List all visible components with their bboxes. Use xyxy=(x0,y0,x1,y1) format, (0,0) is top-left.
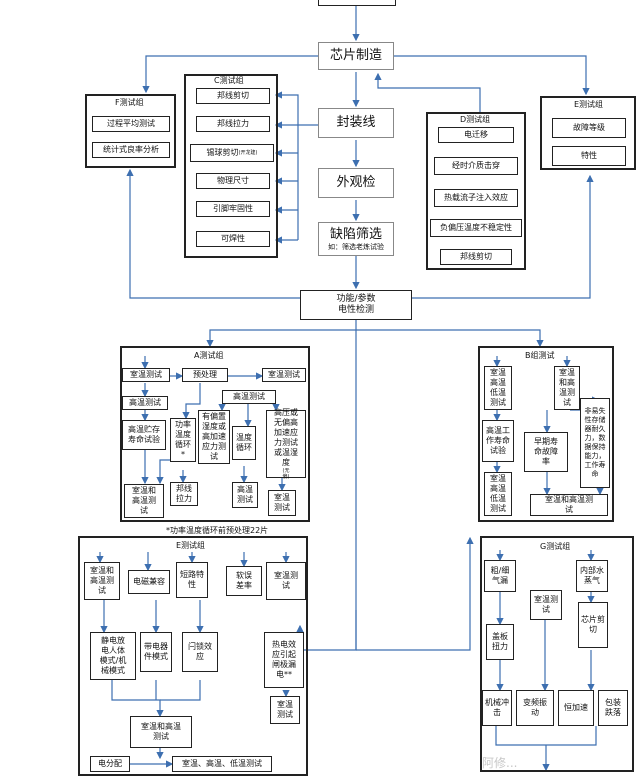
e-distribution: 电分配 xyxy=(90,756,130,772)
e-short-circuit: 短路特 性 xyxy=(176,562,208,598)
a-footnote: *功率温度循环前预处理22片 xyxy=(166,526,269,535)
c-item-physical-dim: 物理尺寸 xyxy=(196,173,270,189)
a-power-cycle-mark: * xyxy=(181,450,185,459)
c-item-bond-shear: 邦线剪切 xyxy=(196,88,270,104)
a-room-test-3: 室温 测试 xyxy=(268,490,296,516)
e-latch-up: 闩锁效 应 xyxy=(182,632,218,672)
a-power-cycle: 功率 温度 循环 * xyxy=(170,418,196,462)
e-top-test-group xyxy=(540,96,636,170)
d-item-bond-shear: 邦线剪切 xyxy=(440,249,512,265)
d-item-hci: 热载流子注入效应 xyxy=(434,189,518,207)
c-item-bond-pull: 邦线拉力 xyxy=(196,116,270,132)
a-high-test-3: 高温 测试 xyxy=(232,482,258,508)
g-die-shear: 芯片剪 切 xyxy=(578,602,608,648)
b-group-title: B组测试 xyxy=(525,351,555,360)
a-room-test-1: 室温测试 xyxy=(122,368,170,382)
g-leak-test: 粗/细 气漏 xyxy=(484,560,516,592)
a-htsl: 高温贮存 寿命试验 xyxy=(122,420,166,450)
a-test-group xyxy=(120,346,310,522)
function-test-box: 功能/参数 电性检测 xyxy=(300,290,412,320)
d-test-group xyxy=(426,112,526,270)
f-item-1: 过程平均测试 xyxy=(92,116,170,132)
defect-screening-box: 缺陷筛选 如：筛选老炼试验 xyxy=(318,222,394,256)
f-group-title: F测试组 xyxy=(115,98,144,107)
a-high-test-top: 高温测试 xyxy=(222,390,276,404)
g-mechanical-shock: 机械冲 击 xyxy=(482,690,512,726)
a-room-test-2: 室温测试 xyxy=(262,368,306,382)
b-rhl-test-2: 室温 高温 低温 测试 xyxy=(484,472,512,516)
a-group-title: A测试组 xyxy=(194,351,224,360)
b-elfr: 早期寿 命故障 率 xyxy=(524,432,568,472)
d-item-electromigration: 电迁移 xyxy=(438,127,514,143)
e-room-test-2: 室温 测试 xyxy=(270,696,300,724)
e-top-item-fault-grade: 故障等级 xyxy=(552,118,626,138)
g-lid-torque: 盖板 扭力 xyxy=(486,624,514,660)
defect-screening-title: 缺陷筛选 xyxy=(329,227,382,242)
c-item-ball-shear-note: (开龙建) xyxy=(238,150,258,156)
g-test-group xyxy=(480,536,634,772)
g-room-test: 室温测 试 xyxy=(530,590,562,620)
c-item-ball-shear: 锡球剪切(开龙建) xyxy=(190,144,274,162)
d-item-nbti: 负偏压温度不稳定性 xyxy=(430,219,522,237)
c-item-solderability: 可焊性 xyxy=(196,231,270,247)
e-esd-hbm-mm: 静电放 电人体 模式/机 械模式 xyxy=(90,632,136,680)
g-group-title: G测试组 xyxy=(540,542,571,551)
start-box xyxy=(318,0,396,6)
c-test-group xyxy=(184,74,278,258)
a-bond-pull: 邦线 拉力 xyxy=(170,482,198,506)
b-rhl-test-1: 室温 高温 低温 测试 xyxy=(484,366,512,410)
e-room-test: 室温测 试 xyxy=(266,562,306,600)
c-item-ball-shear-label: 锡球剪切 xyxy=(206,148,239,157)
a-power-cycle-label: 功率 温度 循环 xyxy=(175,420,191,449)
d-group-title: D测试组 xyxy=(460,115,491,124)
a-pressure-test: 高压或 无偏高 加速应 力测试 或温湿 度 (无 偏) xyxy=(266,408,306,480)
e-top-group-title: E测试组 xyxy=(574,100,604,109)
e-cdm: 带电器 件模式 xyxy=(140,632,172,672)
b-room-high-test: 室温 和高 温测 试 xyxy=(554,366,580,410)
c-item-lead-integrity: 引脚牢固性 xyxy=(196,201,270,217)
f-test-group xyxy=(85,94,176,168)
a-bias-humidity: 有偏置 湿度或 高加速 应力测 试 xyxy=(198,410,230,464)
a-high-test-1: 高温测试 xyxy=(122,396,168,410)
a-pressure-test-label: 高压或 无偏高 加速应 力测试 或温湿 度 xyxy=(274,408,298,467)
defect-screening-note: 如：筛选老炼试验 xyxy=(328,243,384,251)
g-internal-vapor: 内部水 蒸气 xyxy=(576,560,608,592)
b-nvm-endurance: 非易失 性存储 器耐久 力，数 据保持 能力， 工作寿 命 xyxy=(580,398,610,488)
g-constant-acceleration: 恒加速 xyxy=(558,690,594,726)
e-top-item-characteristic: 特性 xyxy=(552,146,626,166)
b-room-high-bottom: 室温和高温测 试 xyxy=(530,494,608,516)
e-room-high-test-2: 室温和高温 测试 xyxy=(130,716,192,748)
a-pressure-test-note: (无 偏) xyxy=(282,468,290,480)
a-preconditioning: 预处理 xyxy=(182,368,228,382)
e-room-high-test: 室温和 高温测 试 xyxy=(84,562,120,600)
c-group-title: C测试组 xyxy=(214,76,244,85)
e-gate-leakage: 热电效 应引起 闸极漏 电** xyxy=(264,632,304,688)
b-htol: 高温工 作寿命 试验 xyxy=(482,420,514,462)
e-emc: 电磁兼容 xyxy=(128,570,170,594)
d-item-tddb: 经时介质击穿 xyxy=(434,157,518,175)
chip-manufacturing-box: 芯片制造 xyxy=(318,42,394,70)
e-soft-error: 软误 差率 xyxy=(226,566,262,596)
package-line-box: 封装线 xyxy=(318,108,394,138)
a-room-high-test: 室温和 高温测 试 xyxy=(124,484,164,518)
a-temp-cycle: 温度 循环 xyxy=(232,426,256,460)
e-rhl-test: 室温、高温、低温测试 xyxy=(172,756,272,772)
g-variable-vibration: 变频振 动 xyxy=(516,690,554,726)
f-item-2: 统计式良率分析 xyxy=(92,142,170,158)
e-group-title: E测试组 xyxy=(176,541,206,550)
visual-inspection-box: 外观检 xyxy=(318,168,394,198)
g-package-drop: 包装 跌落 xyxy=(598,690,628,726)
b-test-group xyxy=(478,346,614,522)
watermark: 阿修... xyxy=(482,756,518,770)
